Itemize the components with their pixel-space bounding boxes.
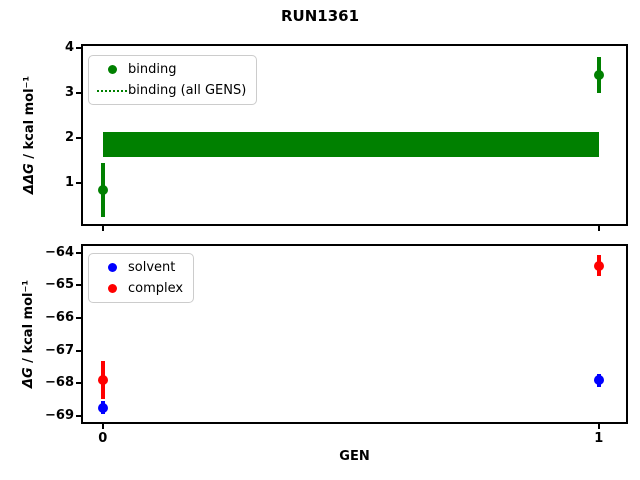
data-point-solvent-gen0 — [97, 402, 108, 413]
legend-panel-0: binding binding (all GENS) — [88, 55, 258, 105]
data-point-complex-gen0 — [97, 375, 108, 386]
y-tick — [76, 415, 81, 418]
x-tick-label: 1 — [594, 431, 604, 446]
y-tick-label: 3 — [64, 85, 74, 101]
y-tick — [76, 47, 81, 50]
y-axis-label-dg: ΔG / kcal mol⁻¹ — [21, 234, 37, 434]
y-tick — [76, 92, 81, 95]
x-axis-label: GEN — [339, 449, 370, 464]
y-tick — [76, 349, 81, 352]
y-tick-label: −65 — [45, 277, 74, 293]
legend-dot-glyph — [107, 263, 117, 272]
y-tick — [76, 284, 81, 287]
legend-line-glyph — [97, 89, 127, 92]
data-point-binding-gen1 — [593, 69, 604, 80]
x-tick — [101, 424, 104, 429]
y-tick — [76, 316, 81, 319]
y-tick-label: −64 — [45, 244, 74, 260]
y-tick-label: 2 — [64, 130, 74, 146]
x-tick-label: 0 — [98, 431, 108, 446]
legend-label: complex — [128, 281, 184, 296]
legend-item-binding-all-gens-: binding (all GENS) — [96, 80, 246, 101]
legend-item-complex: complex — [96, 278, 183, 299]
plot-frame-0 — [81, 44, 628, 226]
y-tick-label: 4 — [64, 40, 74, 56]
legend-dot-glyph — [107, 65, 117, 74]
figure-title: RUN1361 — [280, 7, 360, 25]
legend-dotted-line-icon — [96, 89, 128, 92]
y-tick-label: −69 — [45, 408, 74, 424]
legend-dot-icon — [96, 263, 128, 272]
legend-item-binding: binding — [96, 59, 246, 80]
legend-item-solvent: solvent — [96, 257, 183, 278]
band-binding-all-gens- — [102, 131, 599, 157]
y-tick-label: 1 — [64, 175, 74, 191]
data-point-binding-gen0 — [97, 185, 108, 196]
legend-label: binding (all GENS) — [128, 83, 247, 98]
y-tick-label: −67 — [45, 342, 74, 358]
legend-dot-glyph — [107, 284, 117, 293]
plot-frame-1 — [81, 244, 628, 424]
y-tick — [76, 382, 81, 385]
x-tick — [597, 424, 600, 429]
data-point-solvent-gen1 — [593, 375, 604, 386]
y-tick — [76, 182, 81, 185]
y-tick — [76, 137, 81, 140]
y-tick-label: −66 — [45, 309, 74, 325]
x-tick — [101, 226, 104, 231]
legend-label: solvent — [128, 260, 176, 275]
y-tick-label: −68 — [45, 375, 74, 391]
data-point-complex-gen1 — [593, 260, 604, 271]
legend-label: binding — [128, 62, 177, 77]
legend-panel-1: solvent complex — [88, 253, 195, 303]
legend-dot-icon — [96, 284, 128, 293]
legend-dot-icon — [96, 65, 128, 74]
x-tick — [597, 226, 600, 231]
y-tick — [76, 251, 81, 254]
